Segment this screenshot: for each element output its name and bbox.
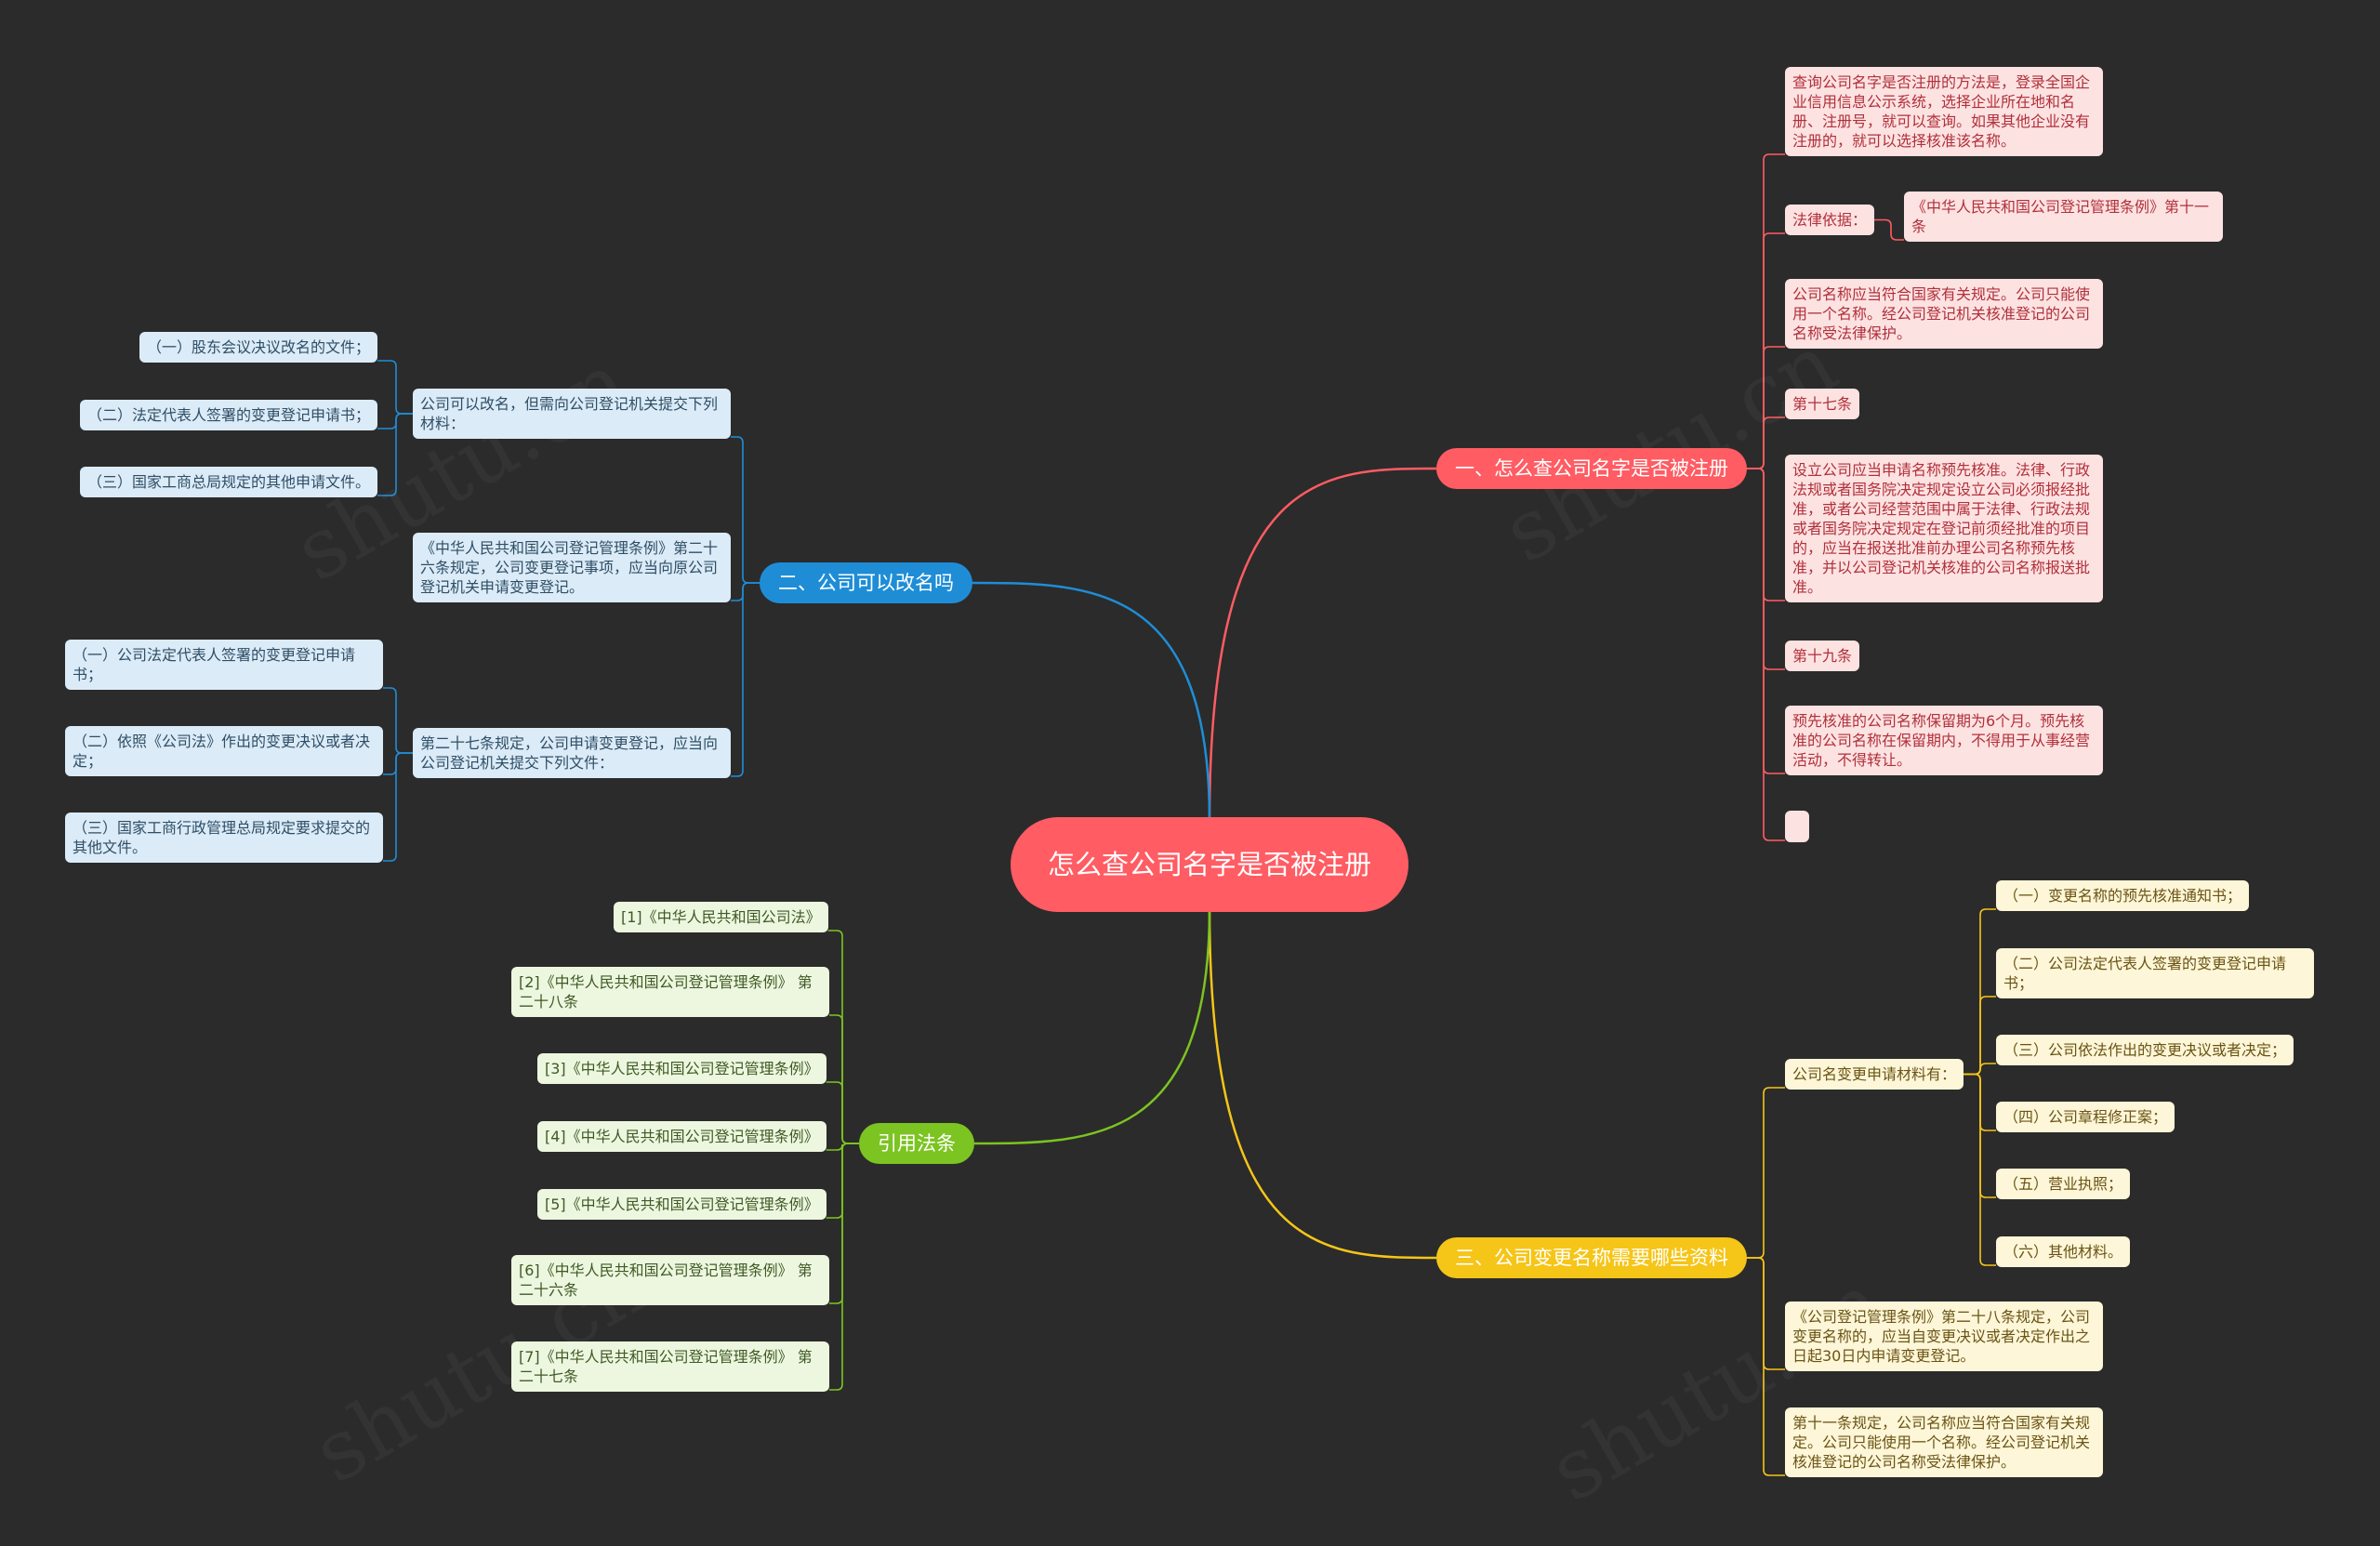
- branch-1-item-2-child[interactable]: 《中华人民共和国公司登记管理条例》第十一条: [1904, 192, 2223, 242]
- branch-2-group-b-child-2[interactable]: （二）依照《公司法》作出的变更决议或者决定；: [65, 726, 383, 776]
- branch-2-group-a-child-1[interactable]: （一）股东会议决议改名的文件；: [139, 332, 378, 363]
- branch-3-item-1[interactable]: 《公司登记管理条例》第二十八条规定，公司变更名称的，应当自变更决议或者决定作出之…: [1785, 1302, 2103, 1371]
- branch-3-group-child-6[interactable]: （六）其他材料。: [1996, 1236, 2131, 1267]
- branch-1-item-2[interactable]: 法律依据：: [1785, 205, 1875, 235]
- branch-4-item-6[interactable]: [6]《中华人民共和国公司登记管理条例》 第二十六条: [511, 1255, 829, 1305]
- branch-2-topic[interactable]: 二、公司可以改名吗: [760, 562, 972, 603]
- branch-4-item-1[interactable]: [1]《中华人民共和国公司法》: [614, 902, 828, 932]
- branch-4-item-5[interactable]: [5]《中华人民共和国公司登记管理条例》: [537, 1189, 826, 1220]
- branch-3-group-child-5[interactable]: （五）营业执照；: [1996, 1169, 2131, 1199]
- branch-3-group-child-3[interactable]: （三）公司依法作出的变更决议或者决定；: [1996, 1035, 2294, 1065]
- branch-2-group-b-child-3[interactable]: （三）国家工商行政管理总局规定要求提交的其他文件。: [65, 813, 383, 863]
- branch-1-item-3[interactable]: 公司名称应当符合国家有关规定。公司只能使用一个名称。经公司登记机关核准登记的公司…: [1785, 279, 2103, 349]
- branch-4-item-4[interactable]: [4]《中华人民共和国公司登记管理条例》: [537, 1121, 826, 1152]
- branch-3-group[interactable]: 公司名变更申请材料有：: [1785, 1059, 1964, 1090]
- branch-2-middle-item[interactable]: 《中华人民共和国公司登记管理条例》第二十六条规定，公司变更登记事项，应当向原公司…: [413, 533, 731, 602]
- branch-2-group-b[interactable]: 第二十七条规定，公司申请变更登记，应当向公司登记机关提交下列文件：: [413, 728, 731, 778]
- branch-3-group-child-4[interactable]: （四）公司章程修正案；: [1996, 1102, 2175, 1132]
- branch-4-item-3[interactable]: [3]《中华人民共和国公司登记管理条例》: [537, 1053, 826, 1084]
- branch-3-group-child-2[interactable]: （二）公司法定代表人签署的变更登记申请书；: [1996, 948, 2314, 998]
- branch-4-item-7[interactable]: [7]《中华人民共和国公司登记管理条例》 第二十七条: [511, 1341, 829, 1392]
- branch-1-item-8[interactable]: [1785, 811, 1809, 842]
- branch-2-group-a-child-2[interactable]: （二）法定代表人签署的变更登记申请书；: [80, 400, 378, 430]
- branch-3-group-child-1[interactable]: （一）变更名称的预先核准通知书；: [1996, 880, 2250, 911]
- branch-1-item-5[interactable]: 设立公司应当申请名称预先核准。法律、行政法规或者国务院决定规定设立公司必须报经批…: [1785, 455, 2103, 602]
- branch-1-item-4[interactable]: 第十七条: [1785, 389, 1860, 419]
- branch-2-group-b-child-1[interactable]: （一）公司法定代表人签署的变更登记申请书；: [65, 640, 383, 690]
- branch-1-item-7[interactable]: 预先核准的公司名称保留期为6个月。预先核准的公司名称在保留期内，不得用于从事经营…: [1785, 706, 2103, 775]
- root-topic[interactable]: 怎么查公司名字是否被注册: [1011, 817, 1408, 912]
- branch-1-topic[interactable]: 一、怎么查公司名字是否被注册: [1436, 448, 1747, 489]
- branch-2-group-a[interactable]: 公司可以改名，但需向公司登记机关提交下列材料：: [413, 389, 731, 439]
- branch-1-item-1[interactable]: 查询公司名字是否注册的方法是，登录全国企业信用信息公示系统，选择企业所在地和名册…: [1785, 67, 2103, 156]
- branch-4-item-2[interactable]: [2]《中华人民共和国公司登记管理条例》 第二十八条: [511, 967, 829, 1017]
- branch-3-item-2[interactable]: 第十一条规定，公司名称应当符合国家有关规定。公司只能使用一个名称。经公司登记机关…: [1785, 1407, 2103, 1477]
- branch-4-topic[interactable]: 引用法条: [859, 1123, 974, 1164]
- branch-2-group-a-child-3[interactable]: （三）国家工商总局规定的其他申请文件。: [80, 467, 378, 497]
- branch-1-item-6[interactable]: 第十九条: [1785, 641, 1860, 671]
- branch-3-topic[interactable]: 三、公司变更名称需要哪些资料: [1436, 1237, 1747, 1278]
